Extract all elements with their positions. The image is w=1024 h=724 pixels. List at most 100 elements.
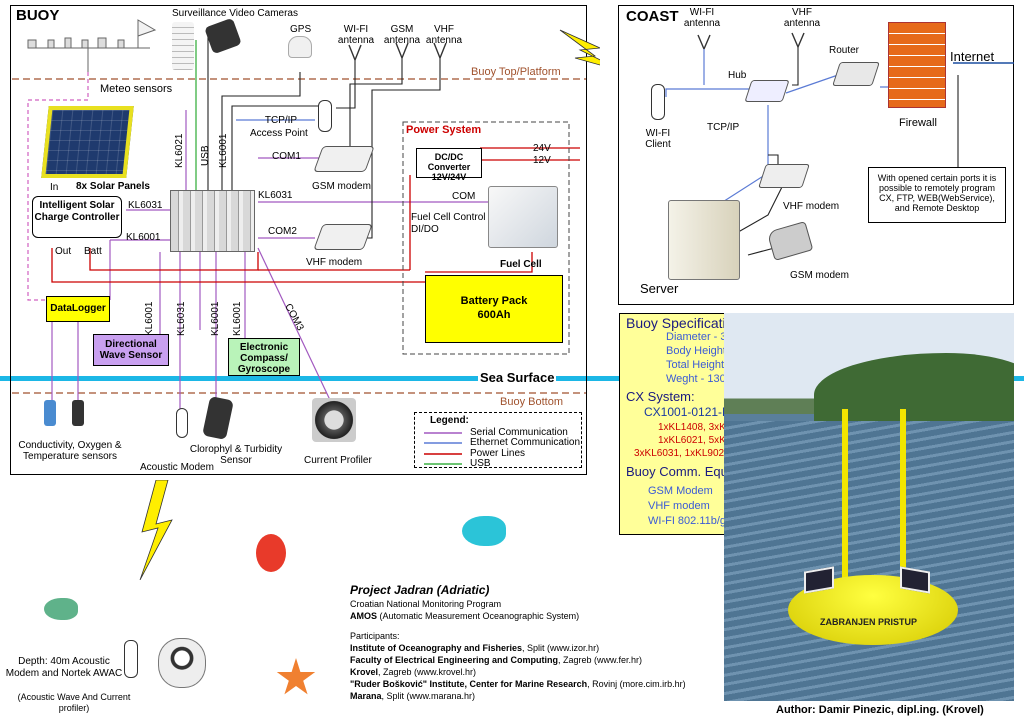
solar-charge-controller: Intelligent Solar Charge Controller (32, 196, 122, 238)
power-system-label: Power System (406, 124, 482, 136)
amos-line: AMOS (Automatic Measurement Oceanographi… (350, 611, 579, 622)
legend-title: Legend: (430, 415, 469, 426)
participant-1-name: Institute of Oceanography and Fisheries (350, 643, 523, 653)
participant-2-name: Faculty of Electrical Engineering and Co… (350, 655, 559, 665)
router-icon (832, 62, 880, 86)
buoy-title: BUOY (16, 7, 60, 24)
buoy-bottom-label: Buoy Bottom (500, 396, 563, 408)
com-label: COM (452, 191, 476, 202)
buoy-gsm-modem-label: GSM modem (312, 181, 371, 192)
photo-buoy-text: ZABRANJEN PRISTUP (820, 617, 918, 627)
battery-pack: Battery Pack 600Ah (425, 275, 563, 343)
project-title: Project Jadran (Adriatic) (350, 583, 490, 597)
coast-vhf-modem-icon (758, 164, 810, 188)
participant-5-rest: , Split (www.marana.hr) (381, 691, 476, 701)
surveillance-cameras-label: Surveillance Video Cameras (172, 8, 298, 19)
fish-icon (462, 516, 506, 546)
kl6021-label: KL6021 (174, 133, 185, 168)
solar-panels-label: 8x Solar Panels (76, 181, 150, 192)
vhf-modem-icon (313, 224, 373, 250)
buoy-vhf-antenna-label: VHF antenna (425, 24, 463, 46)
legend-usb-label: USB (470, 458, 491, 469)
buoy-gsm-antenna-label: GSM antenna (383, 24, 421, 46)
kl6031-a-label: KL6031 (176, 301, 187, 336)
comm-vhf: VHF modem (648, 500, 710, 512)
directional-wave-sensor: Directional Wave Sensor (93, 334, 169, 366)
solar-in-label: In (50, 182, 59, 193)
legend-power-label: Power Lines (470, 448, 526, 459)
legend-serial-label: Serial Communication (470, 427, 568, 438)
seabed-acoustic-modem-icon (124, 640, 138, 678)
seabed-lightning-icon (139, 480, 173, 580)
participant-1: Institute of Oceanography and Fisheries,… (350, 643, 599, 654)
participant-3: Krovel, Zagreb (www.krovel.hr) (350, 667, 476, 678)
participant-4-rest: , Rovinj (more.cim.irb.hr) (587, 679, 686, 689)
firewall-icon (888, 22, 946, 108)
tcpip-label: TCP/IP (264, 115, 298, 126)
photo-buoy-tower (842, 409, 906, 589)
12v-label: 12V (533, 155, 551, 166)
coast-wifi-antenna-label: WI-FI antenna (683, 7, 721, 29)
gps-label: GPS (290, 24, 312, 35)
kl6031-right-label: KL6031 (258, 190, 293, 201)
cx-plc-controller (170, 190, 255, 252)
participant-3-name: Krovel (350, 667, 379, 677)
participant-5-name: Marana (350, 691, 382, 701)
out-label: Out (55, 246, 72, 257)
participant-3-rest: , Zagreb (www.krovel.hr) (378, 667, 477, 677)
wifi-client-label: WI-FI Client (645, 128, 671, 150)
fuel-cell-image (488, 186, 558, 248)
red-fish-icon (256, 534, 286, 572)
kl6031-controller-label: KL6031 (128, 200, 163, 211)
conductivity-sensor-icon (44, 400, 56, 426)
coast-gsm-modem-label: GSM modem (790, 270, 849, 281)
participant-2-rest: , Zagreb (www.fer.hr) (558, 655, 643, 665)
firewall-label: Firewall (899, 117, 937, 129)
com2-label: COM2 (268, 226, 297, 237)
server-label: Server (640, 281, 679, 296)
spec-diameter: Diameter - 3 m (666, 331, 739, 343)
com1-label: COM1 (272, 151, 301, 162)
dcdc-converter: DC/DC Converter 12V/24V (416, 148, 482, 182)
depth-sub-label: (Acoustic Wave And Current profiler) (17, 692, 131, 713)
server-icon (668, 200, 740, 280)
amos-rest: (Automatic Measurement Oceanographic Sys… (379, 611, 580, 621)
awac-icon (158, 638, 206, 688)
conductivity-label: Conductivity, Oxygen & Temperature senso… (18, 440, 122, 462)
spec-title: Buoy Specification: (626, 315, 746, 331)
coast-tcpip-label: TCP/IP (707, 122, 740, 133)
electronic-compass: Electronic Compass/ Gyroscope (228, 338, 300, 376)
kl6001-vertical-label: KL6001 (218, 133, 229, 168)
access-point-icon (318, 100, 332, 132)
legend-swatches (424, 432, 462, 465)
current-profiler-image (312, 398, 356, 442)
legend-box (414, 412, 582, 468)
participant-4-name: "Ruder Bošković" Institute, Center for M… (350, 679, 588, 689)
weather-sensor-icon (172, 22, 194, 70)
participant-2: Faculty of Electrical Engineering and Co… (350, 655, 642, 666)
batt-label: Batt (84, 246, 102, 257)
coast-panel (618, 5, 1014, 305)
participant-1-rest: , Split (www.izor.hr) (522, 643, 600, 653)
cx-title: CX System: (626, 389, 695, 404)
sea-surface-label: Sea Surface (478, 370, 557, 385)
oxygen-sensor-icon (72, 400, 84, 426)
buoy-wiring-diagram (12, 19, 600, 420)
cx-modules-2: 1xKL6021, 5xKL6001, (658, 435, 757, 446)
wifi-client-icon (651, 84, 665, 120)
datalogger: DataLogger (46, 296, 110, 322)
participant-4: "Ruder Bošković" Institute, Center for M… (350, 679, 686, 690)
current-profiler-label: Current Profiler (304, 455, 372, 466)
cx-modules-1: 1xKL1408, 3xKL2408, (658, 422, 757, 433)
router-label: Router (829, 45, 860, 56)
acoustic-modem-icon (176, 408, 188, 438)
legend-ethernet-label: Ethernet Communication (470, 437, 581, 448)
kl6001-controller-label: KL6001 (126, 232, 161, 243)
fuel-cell-control-label: Fuel Cell Control DI/DO (411, 212, 486, 235)
gsm-modem-icon (313, 146, 375, 172)
buoy-top-platform-label: Buoy Top/Platform (471, 66, 561, 78)
acoustic-modem-label: Acoustic Modem (140, 462, 214, 473)
author-label: Author: Damir Pinezic, dipl.ing. (Krovel… (776, 704, 984, 716)
hub-icon (744, 80, 790, 102)
buoy-panel (10, 5, 587, 475)
